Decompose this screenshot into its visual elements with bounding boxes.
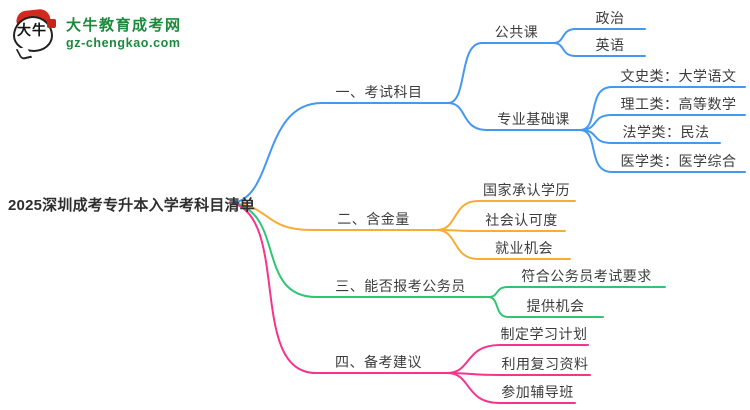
node-state-recognized-degree[interactable]: 国家承认学历 [483,182,570,198]
site-logo[interactable]: 大牛 大牛教育成考网 gz-chengkao.com [10,8,182,61]
node-public-course[interactable]: 公共课 [494,24,539,40]
node-gold-content[interactable]: 二、含金量 [337,211,410,227]
branch-exam-subjects-lines [232,28,746,204]
connector-prep-to-review-materials [446,372,591,376]
node-science-math[interactable]: 理工类：高等数学 [620,96,737,112]
connector-root-to-value [232,202,438,231]
node-english[interactable]: 英语 [595,37,625,53]
connector-value-to-employment [436,229,571,260]
node-civil-servant-eligibility[interactable]: 三、能否报考公务员 [335,278,466,294]
node-social-recognition[interactable]: 社会认可度 [485,212,558,228]
connector-root-to-exam-subjects [232,102,449,204]
node-meet-exam-requirements[interactable]: 符合公务员考试要求 [521,268,652,284]
connector-value-to-social [436,229,566,232]
logo-speech-bubble [13,16,53,52]
node-study-plan[interactable]: 制定学习计划 [500,326,588,342]
branch-prep-advice-lines [232,202,591,404]
logo-site-domain: gz-chengkao.com [66,36,181,50]
node-politics[interactable]: 政治 [595,10,625,26]
node-provide-opportunity[interactable]: 提供机会 [526,298,585,314]
connector-value-to-state-recognized [436,200,576,231]
node-employment-opportunity[interactable]: 就业机会 [495,240,553,256]
branch-value-lines [232,200,576,260]
connector-prep-to-study-plan [446,344,589,374]
logo-site-name: 大牛教育成考网 [66,17,182,34]
node-exam-subjects[interactable]: 一、考试科目 [335,84,423,100]
connector-prep-to-tutoring-class [446,372,576,404]
connector-root-to-prep-advice [232,202,448,374]
connector-public-to-english [552,42,646,57]
connector-major-to-liberal-arts [579,86,746,131]
node-major-basic-course[interactable]: 专业基础课 [497,111,570,127]
node-law-civil-law[interactable]: 法学类：民法 [622,124,710,140]
branch-civil-servant-lines [232,202,666,318]
root-topic[interactable]: 2025深圳成考专升本入学考科目清单 [8,197,255,214]
connector-root-to-civil-servant [232,202,489,298]
connector-civil-to-provide-chance [487,296,604,318]
logo-red-seal [47,19,56,28]
node-liberal-arts-chinese[interactable]: 文史类：大学语文 [620,68,737,84]
connector-major-to-medical [579,129,746,173]
connector-civil-to-meet-requirements [487,286,666,298]
connector-exam-to-public-course [447,42,554,104]
node-tutoring-class[interactable]: 参加辅导班 [501,384,574,400]
node-prep-advice[interactable]: 四、备考建议 [335,354,422,370]
connector-exam-to-major-basic [447,102,581,131]
node-review-materials[interactable]: 利用复习资料 [501,356,589,372]
node-medical-comprehensive[interactable]: 医学类：医学综合 [620,153,737,169]
logo-text-block: 大牛教育成考网 gz-chengkao.com [66,14,182,50]
logo-icon-text: 大牛 [17,24,47,39]
daniu-bubble-icon: 大牛 [10,8,58,61]
